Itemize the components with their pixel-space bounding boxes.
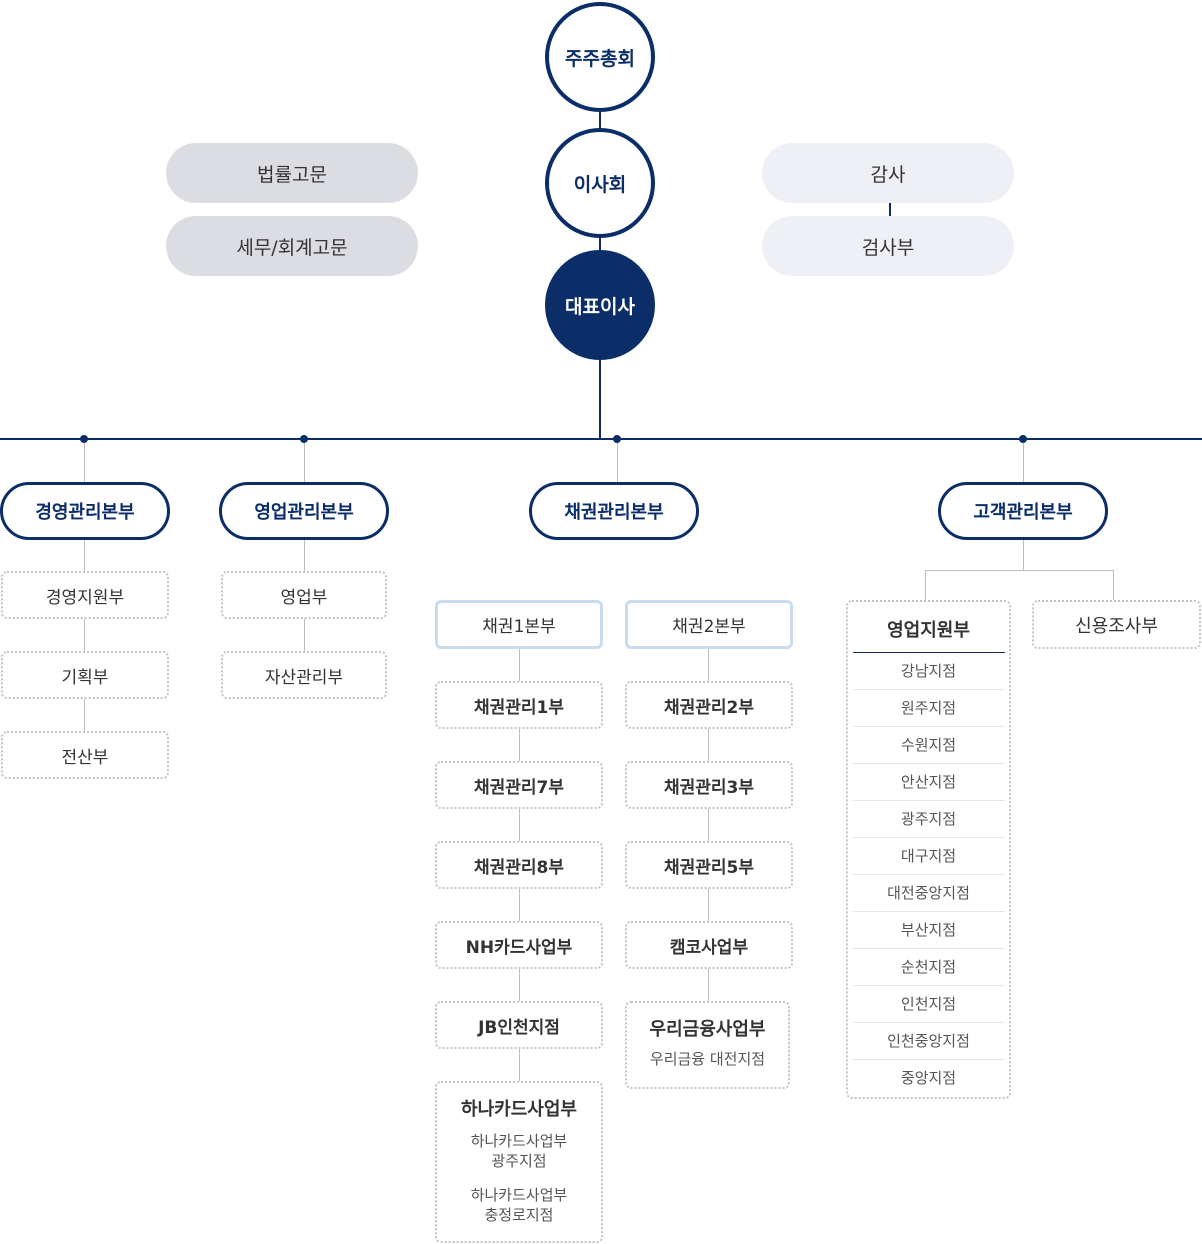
connector-line <box>519 728 520 762</box>
hana-card-dept-title: 하나카드사업부 <box>461 1099 577 1120</box>
auditor-node: 감사 <box>762 143 1014 203</box>
branch-item: 원주지점 <box>852 690 1005 727</box>
ceo-node: 대표이사 <box>545 250 655 360</box>
sales-hq-node: 영업관리본부 <box>219 482 389 540</box>
branch-name-line: 하나카드사업부 <box>470 1186 568 1204</box>
connector-line <box>925 570 1114 571</box>
connector-line <box>519 648 520 682</box>
connector-line <box>889 202 891 216</box>
horizontal-trunk-line <box>0 438 1202 440</box>
bond-hq-node: 채권관리본부 <box>529 482 699 540</box>
trunk-dot <box>613 435 621 443</box>
connector-line <box>708 648 709 682</box>
dept-node: 전산부 <box>1 731 169 779</box>
dept-node: JB인천지점 <box>435 1001 603 1049</box>
dept-node: 자산관리부 <box>221 651 387 699</box>
credit-investigation-dept-node: 신용조사부 <box>1032 600 1201 649</box>
dept-node: 영업부 <box>221 571 387 619</box>
branch-item: 수원지점 <box>852 727 1005 764</box>
branch-item: 중앙지점 <box>900 1069 957 1087</box>
connector-line <box>304 443 305 483</box>
connector-line <box>519 968 520 1002</box>
connector-line <box>84 698 85 732</box>
connector-line <box>708 728 709 762</box>
dept-node: 채권관리8부 <box>435 841 603 889</box>
connector-line <box>599 360 601 440</box>
connector-line <box>304 618 305 652</box>
tax-advisor-node: 세무/회계고문 <box>166 216 418 276</box>
audit-dept-node: 검사부 <box>762 216 1014 276</box>
hana-card-branch: 하나카드사업부 광주지점 <box>471 1131 568 1171</box>
branch-item: 부산지점 <box>852 912 1005 949</box>
dept-node: 캠코사업부 <box>625 921 793 969</box>
woori-dept-node: 우리금융사업부 우리금융 대전지점 <box>625 1001 790 1089</box>
connector-line <box>1113 570 1114 602</box>
connector-line <box>599 108 601 130</box>
connector-line <box>708 888 709 922</box>
connector-line <box>519 1048 520 1082</box>
branch-name-line: 충정로지점 <box>484 1206 554 1224</box>
trunk-dot <box>300 435 308 443</box>
connector-line <box>519 888 520 922</box>
dept-node: NH카드사업부 <box>435 921 603 969</box>
connector-line <box>304 538 305 572</box>
connector-line <box>599 236 601 252</box>
branch-item: 강남지점 <box>852 653 1005 690</box>
connector-line <box>925 570 926 602</box>
dept-node: 경영지원부 <box>1 571 169 619</box>
connector-line <box>519 808 520 842</box>
connector-line <box>1023 538 1024 570</box>
dept-node: 채권관리3부 <box>625 761 793 809</box>
branch-item: 광주지점 <box>852 801 1005 838</box>
customer-hq-node: 고객관리본부 <box>938 482 1108 540</box>
branch-name-line: 하나카드사업부 <box>470 1132 568 1150</box>
hana-card-dept-node: 하나카드사업부 하나카드사업부 광주지점 하나카드사업부 충정로지점 <box>435 1081 603 1243</box>
connector-line <box>708 808 709 842</box>
branch-item: 대전중앙지점 <box>852 875 1005 912</box>
hana-card-branch: 하나카드사업부 충정로지점 <box>471 1185 568 1225</box>
dept-node: 채권관리2부 <box>625 681 793 729</box>
branch-item: 대구지점 <box>852 838 1005 875</box>
connector-line <box>84 443 85 483</box>
connector-line <box>708 968 709 1002</box>
bond-division-1-node: 채권1본부 <box>435 600 603 649</box>
connector-line <box>84 618 85 652</box>
bond-division-2-node: 채권2본부 <box>625 600 793 649</box>
woori-dept-title: 우리금융사업부 <box>649 1019 766 1040</box>
dept-node: 채권관리7부 <box>435 761 603 809</box>
management-hq-node: 경영관리본부 <box>0 482 170 540</box>
dept-node: 채권관리1부 <box>435 681 603 729</box>
legal-advisor-node: 법률고문 <box>166 143 418 203</box>
branch-item: 안산지점 <box>852 764 1005 801</box>
dept-node: 기획부 <box>1 651 169 699</box>
sales-support-title: 영업지원부 <box>852 602 1005 653</box>
branch-name-line: 광주지점 <box>491 1152 547 1170</box>
connector-line <box>1023 443 1024 483</box>
board-node: 이사회 <box>545 128 655 238</box>
connector-line <box>84 538 85 572</box>
connector-line <box>617 443 618 483</box>
dept-node: 채권관리5부 <box>625 841 793 889</box>
branch-item: 인천지점 <box>852 986 1005 1023</box>
trunk-dot <box>80 435 88 443</box>
branch-item: 순천지점 <box>852 949 1005 986</box>
trunk-dot <box>1019 435 1027 443</box>
woori-branch: 우리금융 대전지점 <box>649 1050 766 1068</box>
shareholders-meeting-node: 주주총회 <box>545 2 655 112</box>
branch-item: 인천중앙지점 <box>852 1023 1005 1060</box>
